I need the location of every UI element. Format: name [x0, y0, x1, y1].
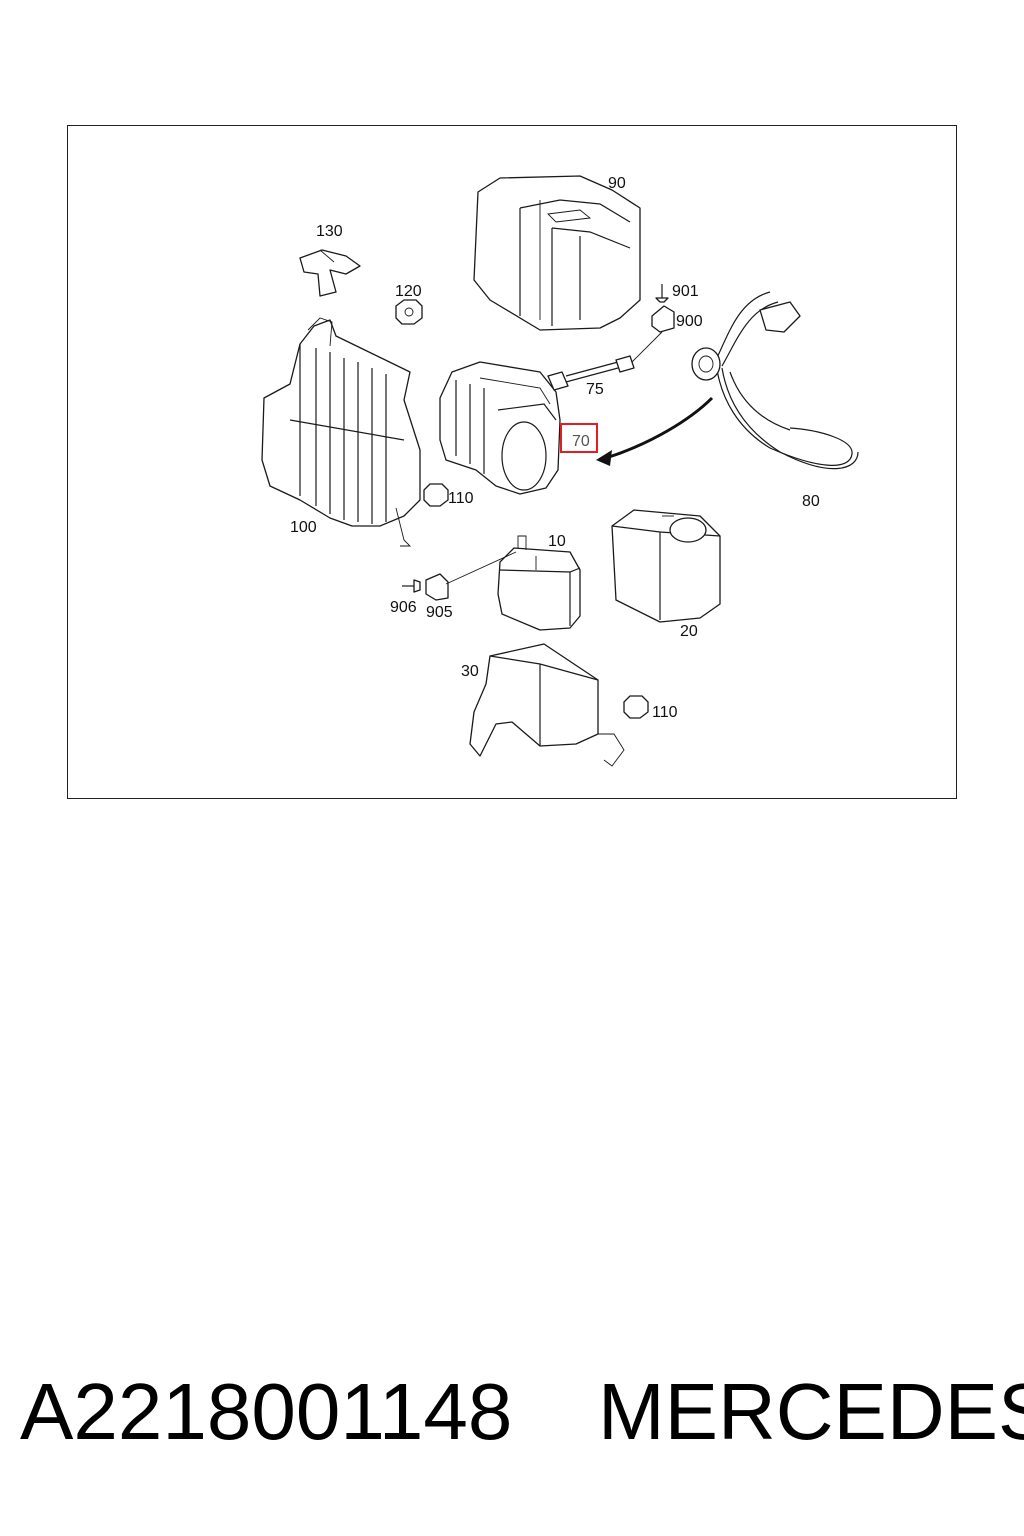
brand-name: MERCEDES — [598, 1367, 1024, 1456]
assembly-arrow — [596, 396, 714, 466]
callout-901[interactable]: 901 — [672, 283, 699, 300]
part-905-connector[interactable] — [425, 551, 517, 601]
callout-130[interactable]: 130 — [316, 223, 343, 240]
part-80-wiring-harness[interactable] — [691, 291, 859, 470]
callout-70[interactable]: 70 — [572, 433, 590, 450]
callout-20[interactable]: 20 — [680, 623, 698, 640]
callout-110-a[interactable]: 110 — [448, 490, 474, 507]
part-30-bracket[interactable] — [469, 643, 625, 767]
part-90-cover[interactable] — [473, 175, 641, 331]
callout-110-b[interactable]: 110 — [652, 704, 678, 721]
part-10-box[interactable] — [497, 535, 581, 631]
part-906-pin[interactable] — [402, 579, 421, 593]
part-110-nut-b[interactable] — [623, 695, 649, 719]
callout-100[interactable]: 100 — [290, 519, 317, 536]
callout-30[interactable]: 30 — [461, 663, 479, 680]
callout-80[interactable]: 80 — [802, 493, 820, 510]
part-100-housing[interactable] — [261, 317, 421, 547]
part-20-reservoir[interactable] — [611, 509, 721, 623]
part-130-clip[interactable] — [299, 249, 361, 297]
callout-906[interactable]: 906 — [390, 599, 417, 616]
callout-90[interactable]: 90 — [608, 175, 626, 192]
part-900-connector[interactable] — [631, 305, 675, 363]
part-75-cable[interactable] — [547, 355, 635, 391]
part-number: A2218001148 — [20, 1367, 513, 1456]
callout-10[interactable]: 10 — [548, 533, 566, 550]
part-901-pin[interactable] — [655, 284, 669, 303]
callout-900[interactable]: 900 — [676, 313, 703, 330]
highlight-box — [560, 423, 598, 453]
part-120-nut[interactable] — [395, 299, 423, 325]
callout-75[interactable]: 75 — [586, 381, 604, 398]
callout-120[interactable]: 120 — [395, 283, 422, 300]
callout-905[interactable]: 905 — [426, 604, 453, 621]
part-70-module[interactable] — [439, 361, 561, 495]
part-110-nut-a[interactable] — [423, 483, 449, 507]
